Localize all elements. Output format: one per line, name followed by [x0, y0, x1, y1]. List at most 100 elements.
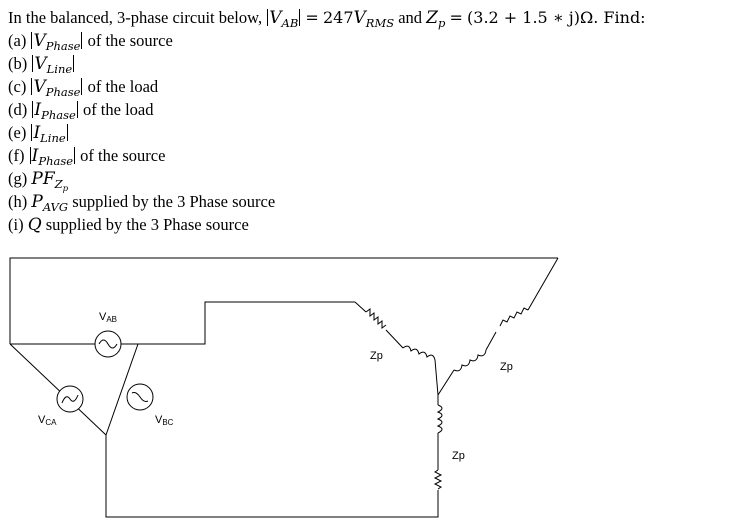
load-right-label: Zp	[500, 361, 513, 373]
question-item: (e) ILine	[8, 121, 733, 145]
item-suffix: of the source	[87, 31, 173, 50]
item-symbol: P	[31, 192, 43, 212]
item-prefix: (g)	[8, 169, 28, 188]
vab-unit-symbol: V	[353, 8, 366, 28]
wire-load-right-c	[437, 369, 455, 396]
label-sub: AB	[106, 315, 117, 324]
problem-intro-line: In the balanced, 3-phase circuit below, …	[8, 6, 733, 30]
question-item: (i) Q supplied by the 3 Phase source	[8, 213, 733, 236]
abs-bar-left	[31, 78, 33, 95]
wire-mid	[138, 301, 355, 345]
item-prefix: (f)	[8, 146, 25, 165]
zp-value: (3.2 + 1.5 ∗ j)Ω. Find:	[467, 8, 646, 27]
label-main: V	[99, 311, 107, 323]
inductor-left	[402, 345, 436, 361]
source-vab-label: VAB	[99, 311, 117, 324]
abs-bar-left	[31, 124, 33, 141]
abs-bar-left	[267, 9, 269, 26]
source-vbc	[126, 383, 154, 411]
inductor-bottom	[436, 404, 443, 434]
abs-bar-right	[74, 147, 76, 164]
question-item: (f) IPhase of the source	[8, 144, 733, 168]
item-sub: Phase	[45, 39, 81, 53]
abs-bar-left	[32, 55, 34, 72]
item-prefix: (d)	[8, 100, 28, 119]
item-symbol: V	[34, 54, 47, 74]
abs-bar-left	[29, 147, 31, 164]
source-vca	[56, 385, 84, 413]
resistor-right	[499, 307, 529, 327]
intro-text: In the balanced, 3-phase circuit below,	[8, 8, 263, 27]
vab-value: 247	[322, 8, 354, 27]
item-symbol: Q	[27, 215, 42, 235]
zp-sub: p	[437, 16, 446, 30]
item-sub: AVG	[42, 200, 69, 214]
item-symbol: V	[33, 77, 46, 97]
item-prefix: (a)	[8, 31, 27, 50]
item-prefix: (i)	[8, 215, 24, 234]
item-suffix: of the load	[87, 77, 159, 96]
source-vab	[94, 330, 122, 358]
item-symbol: I	[31, 146, 39, 166]
item-prefix: (e)	[8, 123, 27, 142]
wire-load-left-a	[354, 301, 367, 313]
sine-icon	[131, 392, 149, 402]
item-suffix: supplied by the 3 Phase source	[45, 215, 249, 234]
item-sub: Line	[46, 62, 73, 76]
circuit-wires	[9, 257, 559, 518]
item-symbol: I	[33, 123, 41, 143]
sine-icon	[61, 394, 79, 404]
question-item: (h) PAVG supplied by the 3 Phase source	[8, 190, 733, 214]
item-prefix: (b)	[8, 54, 28, 73]
question-item: (a) VPhase of the source	[8, 29, 733, 53]
wire-load-right-a	[527, 257, 559, 311]
equals-sign-1: =	[305, 8, 319, 27]
question-item: (d) IPhase of the load	[8, 98, 733, 122]
vab-symbol: V	[269, 8, 282, 28]
load-left-label: Zp	[370, 350, 383, 362]
wire-load-left-b	[385, 329, 404, 349]
question-item: (g) PFZp	[8, 167, 733, 194]
label-main: V	[38, 414, 46, 426]
load-bottom-label: Zp	[452, 450, 465, 462]
vab-sub: AB	[281, 16, 299, 30]
wire-delta-left	[9, 343, 107, 436]
sine-icon	[98, 339, 118, 349]
abs-bar-right	[66, 124, 68, 141]
question-item: (c) VPhase of the load	[8, 75, 733, 99]
wire-load-right-b	[485, 331, 497, 351]
wire-top	[9, 257, 558, 344]
label-main: V	[155, 414, 163, 426]
resistor-left	[365, 308, 387, 329]
item-symbol: PF	[31, 169, 55, 189]
item-prefix: (c)	[8, 77, 27, 96]
wire-delta-right	[105, 343, 139, 436]
item-sub: Zp	[55, 177, 69, 194]
item-suffix: of the source	[80, 146, 166, 165]
item-symbol: I	[34, 100, 42, 120]
item-symbol: V	[33, 31, 46, 51]
item-sub: Phase	[45, 85, 81, 99]
abs-bar-left	[32, 101, 34, 118]
abs-bar-right	[81, 32, 83, 49]
and-text: and	[398, 8, 423, 27]
abs-bar-right	[73, 55, 75, 72]
zp-symbol: Z	[426, 8, 438, 28]
item-suffix: of the load	[82, 100, 154, 119]
source-vbc-label: VBC	[155, 414, 174, 427]
item-sub: Phase	[38, 154, 74, 168]
abs-bar-right	[81, 78, 83, 95]
vab-unit-sub: RMS	[365, 16, 395, 30]
abs-bar-right	[76, 101, 78, 118]
resistor-bottom	[433, 469, 443, 490]
item-suffix: supplied by the 3 Phase source	[72, 192, 276, 211]
item-subsub: p	[62, 184, 69, 194]
equals-sign-2: =	[449, 8, 463, 27]
wire-bottom	[105, 435, 439, 518]
abs-bar-right	[299, 9, 301, 26]
inductor-right	[453, 349, 487, 372]
label-sub: CA	[45, 418, 57, 427]
item-prefix: (h)	[8, 192, 28, 211]
abs-bar-left	[31, 32, 33, 49]
